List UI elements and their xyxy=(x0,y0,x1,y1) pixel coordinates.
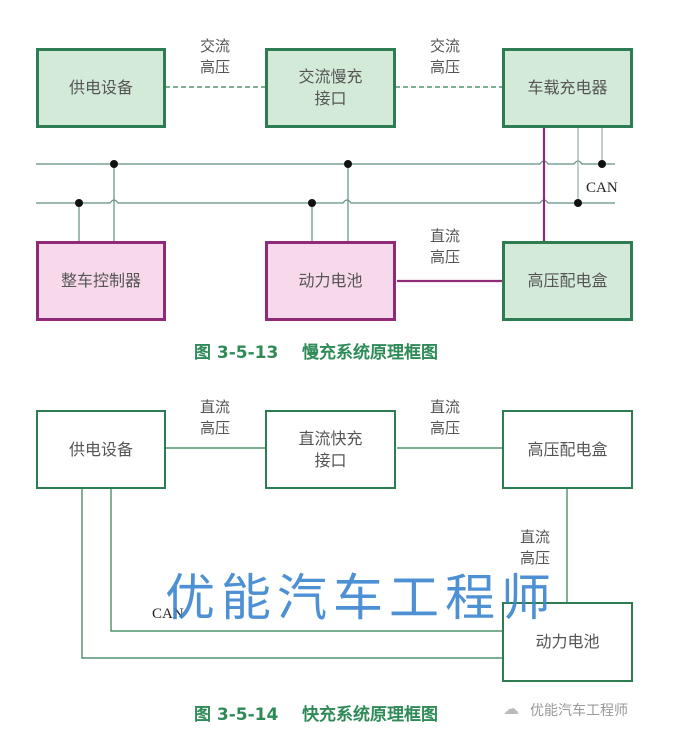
box-onboard-charger: 车载充电器 xyxy=(502,48,633,128)
junction-dot xyxy=(344,160,352,168)
corner-watermark: 优能汽车工程师 xyxy=(530,703,628,719)
outer-wire-fast xyxy=(81,488,503,659)
label-ac-hv-1: 交流 高压 xyxy=(199,37,230,76)
label-dc-hv-slow: 直流 高压 xyxy=(429,227,460,266)
label-can-slow: CAN xyxy=(586,180,618,196)
junction-dot xyxy=(308,199,316,207)
label-dc-hv-3: 直流 高压 xyxy=(519,528,550,567)
can-bus-bottom xyxy=(36,199,615,204)
junction-dot xyxy=(598,160,606,168)
wechat-logo-icon: ☁ xyxy=(503,699,519,718)
junction-dot xyxy=(110,160,118,168)
box-hv-distribution-fast: 高压配电盒 xyxy=(502,410,633,489)
box-vehicle-controller: 整车控制器 xyxy=(36,241,166,321)
label-can-fast: CAN xyxy=(152,606,184,622)
box-battery-slow: 动力电池 xyxy=(265,241,396,321)
can-wire-fast xyxy=(110,488,503,632)
box-power-supply-fast: 供电设备 xyxy=(36,410,166,489)
junction-dot xyxy=(75,199,83,207)
box-battery-fast: 动力电池 xyxy=(502,602,633,682)
label-dc-hv-2: 直流 高压 xyxy=(429,398,460,437)
caption-fig-3-5-14: 图 3-5-14 快充系统原理框图 xyxy=(194,705,439,725)
label-ac-hv-2: 交流 高压 xyxy=(429,37,460,76)
box-ac-slow-port: 交流慢充 接口 xyxy=(265,48,396,128)
box-dc-fast-port: 直流快充 接口 xyxy=(265,410,396,489)
junction-dot xyxy=(574,199,582,207)
caption-fig-3-5-13: 图 3-5-13 慢充系统原理框图 xyxy=(194,343,439,363)
label-dc-hv-1: 直流 高压 xyxy=(199,398,230,437)
box-hv-distribution-slow: 高压配电盒 xyxy=(502,241,633,321)
can-bus-top xyxy=(36,160,615,165)
box-power-supply-slow: 供电设备 xyxy=(36,48,166,128)
watermark-text: 优能汽车工程师 xyxy=(165,569,557,627)
